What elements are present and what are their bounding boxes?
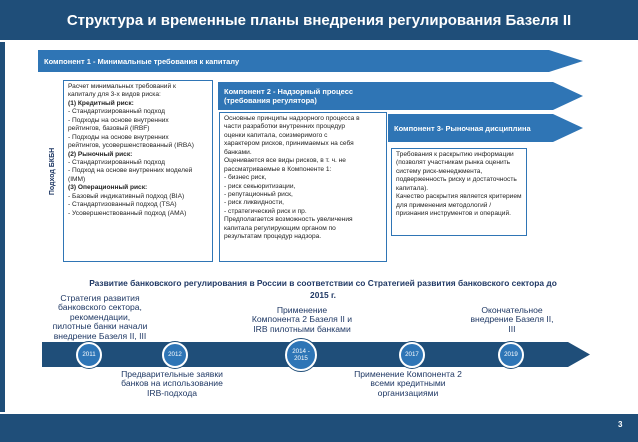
box2-line: банками. bbox=[224, 148, 252, 156]
note-line: IRB пилотными банками bbox=[253, 323, 351, 334]
box2-line: капитала регулирующим органом по bbox=[224, 224, 336, 232]
box2-line: - риск секьюритизации, bbox=[224, 182, 296, 190]
left-rail bbox=[0, 42, 5, 412]
timeline-title-line2: 2015 г. bbox=[310, 289, 336, 300]
note-line: рекомендации, bbox=[69, 311, 131, 322]
note-line: банковского сектора, bbox=[58, 302, 142, 313]
box3-line: Требования к раскрытию информации bbox=[396, 151, 514, 158]
component-2-line1: Компонент 2 - Надзорный процесс bbox=[224, 87, 354, 96]
box3-line: признания инструментов и операций. bbox=[396, 210, 511, 218]
milestone-2019: 2019 bbox=[498, 342, 524, 368]
box1-line: - Стандартизованный подход (TSA) bbox=[68, 201, 177, 209]
box1-line: - Подход на основе внутренних моделей bbox=[68, 167, 193, 175]
vertical-label-text: Подход БКБН bbox=[49, 147, 56, 195]
note-2011: Стратегия развития банковского сектора, … bbox=[30, 293, 170, 341]
component-2-box: Основные принципы надзорного процесса в … bbox=[219, 112, 387, 262]
box1-heading: (1) Кредитный риск: bbox=[68, 99, 134, 107]
component-3-box: Требования к раскрытию информации (позво… bbox=[391, 148, 527, 236]
note-line: внедрение Базеля II, III bbox=[53, 330, 147, 341]
note-line: банков на использование bbox=[121, 378, 223, 389]
page-number: 3 bbox=[618, 420, 623, 429]
milestone-2011: 2011 bbox=[76, 342, 102, 368]
milestone-2012: 2012 bbox=[162, 342, 188, 368]
timeline-title: Развитие банковского регулирования в Рос… bbox=[28, 278, 618, 302]
box1-line: - Усовершенствованный подход (AMA) bbox=[68, 209, 187, 217]
box2-line: - репутационный риск, bbox=[224, 190, 293, 198]
box2-line: оценки капитала, соизмеримого с bbox=[224, 131, 328, 139]
note-line: IRB-подхода bbox=[146, 387, 198, 398]
box2-line: Предполагается возможность увеличения bbox=[224, 216, 353, 224]
box1-line: рейтингов, усовершенствованный (IRBA) bbox=[68, 142, 194, 150]
box1-heading: (2) Рыночный риск: bbox=[68, 150, 133, 158]
note-line: Применение bbox=[276, 305, 328, 315]
box1-heading: (3) Операционный риск: bbox=[68, 184, 148, 192]
box1-line: - Подходы на основе внутренних bbox=[68, 133, 169, 141]
note-line: III bbox=[508, 323, 516, 334]
milestone-2017: 2017 bbox=[399, 342, 425, 368]
note-2012: Предварительные заявки банков на использ… bbox=[102, 369, 242, 398]
component-2-line2: (требования регулятора) bbox=[224, 96, 317, 105]
milestone-2014-line2: 2015 bbox=[294, 355, 308, 362]
footer-bar bbox=[0, 414, 638, 442]
box3-line: для применения методологий / bbox=[396, 201, 492, 209]
box3-line: (позволят участникам рынка оценить bbox=[396, 159, 511, 167]
note-line: Стратегия развития bbox=[60, 293, 140, 303]
component-1-arrow: Компонент 1 - Минимальные требования к к… bbox=[38, 50, 583, 72]
milestone-2014-line1: 2014 - bbox=[292, 347, 310, 355]
note-2014: Применение Компонента 2 Базеля II и IRB … bbox=[232, 305, 372, 334]
note-line: организациями bbox=[377, 387, 439, 398]
box1-line: капиталу для 3-х видов риска: bbox=[68, 91, 161, 99]
box2-line: - бизнес риск, bbox=[224, 174, 267, 182]
slide-title: Структура и временные планы внедрения ре… bbox=[0, 0, 638, 40]
box2-line: характером рисков, принимаемых на себя bbox=[224, 140, 354, 148]
component-2-arrow: Компонент 2 - Надзорный процесс(требован… bbox=[218, 82, 583, 110]
box3-line: подверженность риску и достаточность bbox=[396, 176, 517, 184]
box2-line: Оценивается все виды рисков, в т. ч. не bbox=[224, 157, 346, 165]
note-2017: Применение Компонента 2 всеми кредитными… bbox=[333, 369, 483, 398]
box2-line: рассматриваемые в Компоненте 1: bbox=[224, 165, 332, 173]
box2-line: - стратегический риск и пр. bbox=[224, 207, 307, 215]
milestone-2014-2015: 2014 -2015 bbox=[285, 339, 317, 371]
box1-line: - Подходы на основе внутренних bbox=[68, 116, 169, 124]
component-1-box: Расчет минимальных требований к капиталу… bbox=[63, 80, 213, 262]
box2-line: Основные принципы надзорного процесса в bbox=[224, 115, 360, 122]
box3-line: систему риск-менеджмента, bbox=[396, 167, 483, 175]
box1-line: (IMM) bbox=[68, 175, 86, 183]
box1-line: - Стандартизированный подход bbox=[68, 108, 165, 116]
component-3-arrow: Компонент 3- Рыночная дисциплина bbox=[388, 114, 583, 142]
box3-line: капитала). bbox=[396, 184, 429, 192]
timeline-title-line1: Развитие банковского регулирования в Рос… bbox=[89, 278, 557, 288]
box1-line: рейтингов, базовый (IRBF) bbox=[68, 125, 150, 133]
note-line: всеми кредитными bbox=[370, 378, 446, 389]
box1-line: - Стандартизированный подход bbox=[68, 158, 165, 166]
box2-line: - риск ликвидности, bbox=[224, 199, 284, 207]
note-line: Предварительные заявки bbox=[121, 369, 223, 379]
box1-line: - Базовый индикативный подход (BIA) bbox=[68, 192, 185, 200]
vertical-label: Подход БКБН bbox=[44, 80, 61, 262]
box3-line: Качество раскрытия является критерием bbox=[396, 193, 522, 201]
note-2019: Окончательное внедрение Базеля II, III bbox=[452, 305, 572, 334]
box2-line: части разработки внутренних процедур bbox=[224, 123, 346, 131]
box2-line: результатам процедур надзора. bbox=[224, 233, 322, 241]
note-line: Окончательное bbox=[481, 305, 543, 315]
box1-line: Расчет минимальных требований к bbox=[68, 83, 176, 90]
note-line: пилотные банки начали bbox=[52, 321, 148, 332]
note-line: внедрение Базеля II, bbox=[470, 314, 554, 325]
note-line: Применение Компонента 2 bbox=[354, 369, 462, 379]
note-line: Компонента 2 Базеля II и bbox=[251, 314, 353, 325]
